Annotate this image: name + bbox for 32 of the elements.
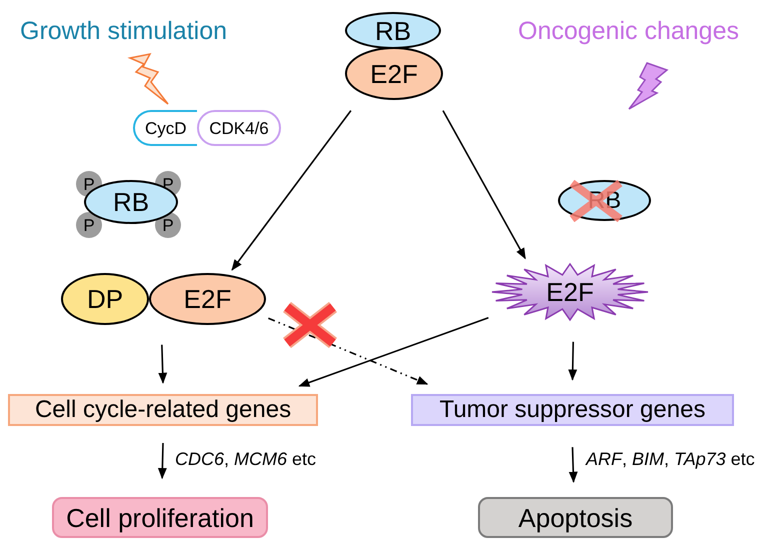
arrow bbox=[298, 317, 489, 387]
node-text: RB bbox=[374, 18, 412, 44]
protein-pill bbox=[133, 110, 197, 146]
node-text: DP bbox=[86, 286, 124, 312]
node-text: Cell cycle-related genes bbox=[34, 398, 292, 422]
node-text: CycD bbox=[145, 120, 187, 136]
node-text: Cell proliferation bbox=[66, 504, 254, 530]
outcome-box bbox=[52, 497, 268, 538]
arrow bbox=[231, 110, 352, 271]
outcome-box bbox=[478, 497, 673, 538]
arrow bbox=[568, 447, 578, 483]
node-text: E2F bbox=[370, 60, 418, 86]
arrow bbox=[268, 318, 428, 385]
heading-text: Oncogenic changes bbox=[518, 16, 739, 47]
node-text: P bbox=[83, 216, 95, 234]
node-text: RB bbox=[112, 189, 150, 215]
node-text: CDK4/6 bbox=[209, 120, 269, 136]
node-text: Apoptosis bbox=[518, 504, 633, 530]
node-text: E2F bbox=[546, 279, 594, 305]
arrow bbox=[158, 442, 167, 480]
protein-pill bbox=[197, 110, 281, 146]
arrow bbox=[158, 344, 168, 384]
gene-box bbox=[8, 394, 318, 426]
node-text: P bbox=[162, 216, 174, 234]
node-text: E2F bbox=[184, 286, 232, 312]
arrow bbox=[442, 110, 526, 260]
node-text: P bbox=[83, 176, 95, 192]
node-text: Tumor suppressor genes bbox=[440, 398, 706, 422]
arrow bbox=[568, 342, 578, 381]
gene-box bbox=[411, 394, 734, 426]
protein-starburst bbox=[490, 262, 650, 322]
heading-text: Growth stimulation bbox=[20, 16, 228, 47]
